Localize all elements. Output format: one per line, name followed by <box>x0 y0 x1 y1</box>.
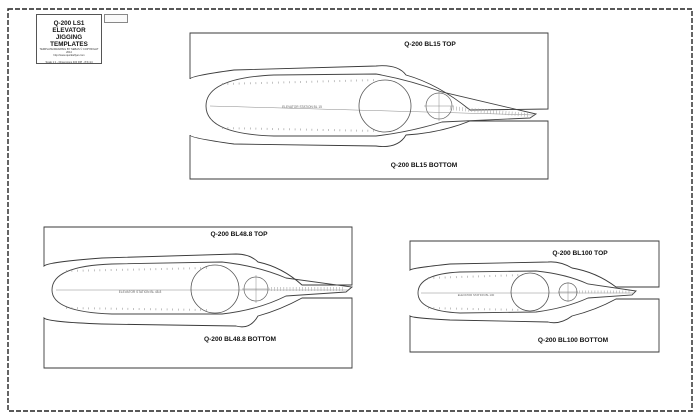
template-bl48-station-text: ELEVATOR STATION BL 48.8 <box>119 290 162 294</box>
template-bl48-top-outline <box>43 226 353 286</box>
label-bl48-bottom: Q-200 BL48.8 BOTTOM <box>203 336 277 343</box>
template-bl15: ELEVATOR STATION BL 15 <box>189 32 549 180</box>
title-line-1: Q-200 LS1 ELEVATOR <box>52 20 86 34</box>
title-block: Q-200 LS1 ELEVATOR JIGGING TEMPLATES TEM… <box>36 14 102 64</box>
template-bl100: ELEVATOR STATION BL 100 <box>409 240 660 353</box>
template-bl100-top-outline <box>409 240 660 288</box>
title-url: http://www.quickieflyer.com <box>53 54 85 58</box>
template-bl15-top-outline <box>189 32 549 111</box>
title-copyright: TEMPLATE/DRAWING BY SEBAS © COPYRIGHT 20… <box>39 48 99 55</box>
logo-box <box>104 14 128 23</box>
template-bl48-upper-tick-band <box>65 267 209 272</box>
template-bl15-lower-tick-band <box>221 127 379 132</box>
template-bl15-main-hinge-circle <box>358 79 412 133</box>
template-bl100-station-text: ELEVATOR STATION BL 100 <box>458 293 495 297</box>
label-bl100-bottom: Q-200 BL100 BOTTOM <box>537 337 609 344</box>
label-bl100-top: Q-200 BL100 TOP <box>552 250 608 257</box>
template-bl15-upper-tick-band <box>221 79 379 85</box>
template-bl48-main-hinge-circle <box>190 264 240 314</box>
title-scale: Scale 1:1 - Dimensions 400 DPI - 8.5×14 <box>45 60 93 64</box>
template-bl48-lower-tick-band <box>65 307 209 311</box>
label-bl15-top: Q-200 BL15 TOP <box>404 41 456 48</box>
template-bl100-upper-tick-band <box>427 274 523 279</box>
title-line-2: JIGGING TEMPLATES <box>50 34 88 48</box>
sheet-border <box>7 8 693 412</box>
template-bl15-bottom-outline <box>189 120 549 180</box>
label-bl15-bottom: Q-200 BL15 BOTTOM <box>390 162 458 169</box>
template-bl100-bottom-outline <box>409 298 660 353</box>
template-bl48-airfoil <box>51 261 354 315</box>
template-bl100-main-hinge-circle <box>510 272 550 312</box>
template-bl48: ELEVATOR STATION BL 48.8 <box>43 226 354 369</box>
template-bl15-te-hatch <box>449 106 529 117</box>
template-bl15-chord-line <box>209 105 535 116</box>
label-bl48-top: Q-200 BL48.8 TOP <box>210 231 268 238</box>
template-bl100-lower-tick-band <box>427 307 523 311</box>
template-bl48-bottom-outline <box>43 297 353 369</box>
template-bl15-station-text: ELEVATOR STATION BL 15 <box>282 105 322 109</box>
template-bl15-airfoil <box>205 73 538 137</box>
